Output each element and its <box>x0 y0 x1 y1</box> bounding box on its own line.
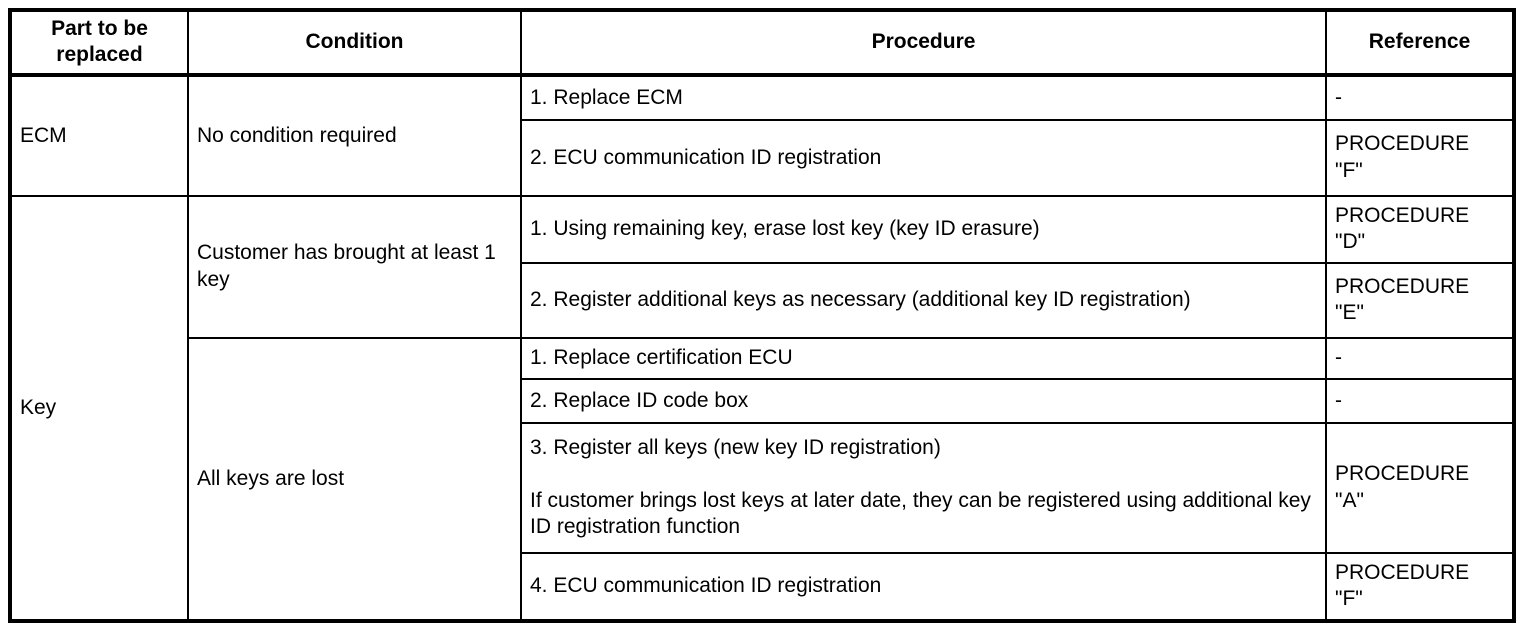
reference-cell: PROCEDURE "D" <box>1325 194 1515 264</box>
table-row: Key Customer has brought at least 1 key … <box>9 194 1515 622</box>
procedure-cell: 2. ECU communication ID registration <box>520 118 1327 197</box>
procedure-cell: 1. Replace certification ECU <box>520 336 1327 380</box>
reference-cell: PROCEDURE "E" <box>1325 261 1515 339</box>
table-row: 2. Replace ID code box - <box>10 377 1515 424</box>
reference-cell: PROCEDURE "A" <box>1325 421 1515 554</box>
condition-cell-no-condition: No condition required <box>187 73 522 197</box>
header-row: Part to be replaced Condition Procedure … <box>9 9 1515 77</box>
reference-cell: - <box>1325 73 1515 121</box>
reference-cell: PROCEDURE "F" <box>1325 551 1515 622</box>
table-row: 4. ECU communication ID registration PRO… <box>10 551 1515 622</box>
condition-cell-all-keys-lost: All keys are lost <box>187 336 522 622</box>
procedure-cell: 1. Replace ECM <box>520 73 1327 121</box>
reference-cell: - <box>1325 377 1515 424</box>
table-row: All keys are lost 1. Replace certificati… <box>10 336 1515 622</box>
table-row: 2. ECU communication ID registration PRO… <box>10 118 1515 197</box>
header-part-to-be-replaced: Part to be replaced <box>9 9 189 77</box>
part-cell-key: Key <box>9 194 189 622</box>
header-condition: Condition <box>187 9 522 77</box>
reference-cell: PROCEDURE "F" <box>1325 118 1515 197</box>
header-reference: Reference <box>1325 9 1515 77</box>
procedure-cell: 3. Register all keys (new key ID registr… <box>520 421 1327 554</box>
replacement-procedure-table: Part to be replaced Condition Procedure … <box>8 8 1516 623</box>
procedure-cell: 2. Replace ID code box <box>520 377 1327 424</box>
procedure-cell: 4. ECU communication ID registration <box>520 551 1327 622</box>
procedure-cell: 1. Using remaining key, erase lost key (… <box>520 194 1327 264</box>
table-row: 2. Register additional keys as necessary… <box>10 261 1515 339</box>
header-procedure: Procedure <box>520 9 1327 77</box>
table-row: 3. Register all keys (new key ID registr… <box>10 421 1515 554</box>
reference-cell: - <box>1325 336 1515 380</box>
table-row: ECM No condition required 1. Replace ECM… <box>9 73 1515 197</box>
procedure-cell: 2. Register additional keys as necessary… <box>520 261 1327 339</box>
part-cell-ecm: ECM <box>9 73 189 197</box>
condition-cell-brought-one-key: Customer has brought at least 1 key <box>187 194 522 339</box>
